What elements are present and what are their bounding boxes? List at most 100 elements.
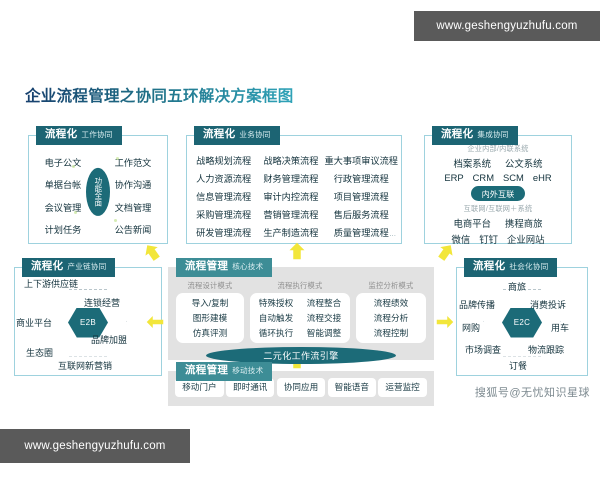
social-label: 商旅 [508, 282, 527, 292]
integration-external-row-2: 微信 钉钉 企业网站 [451, 232, 544, 246]
integration-item: 企业网站 [507, 234, 545, 245]
integration-item: 电商平台 [453, 218, 491, 229]
arrow-up-right-icon [433, 239, 458, 264]
group-exec-column-a: 特殊授权 自动触发 循环执行 [252, 296, 300, 340]
tag-main: 流程管理 [185, 364, 229, 376]
business-item: 质量管理流程 [333, 228, 389, 238]
work-item: 协作沟通 [114, 180, 152, 191]
integration-item: CRM [472, 172, 495, 183]
industry-core: E2B [68, 307, 108, 338]
panel-social-tag: 流程化 社会化协同 [464, 258, 558, 277]
core-item: 仿真评测 [192, 327, 228, 338]
social-label: 用车 [551, 323, 570, 333]
panel-work-tag: 流程化 工作协同 [36, 126, 122, 145]
hexagon-outline [483, 288, 561, 357]
panel-integration-collaboration: 流程化 集成协同 企业内部/内联系统 档案系统 公文系统 ERP CRM SCM… [424, 126, 572, 246]
panel-business-inner: 战略规划流程 战略决策流程 重大事项审议流程 人力资源流程 财务管理流程 行政管… [186, 135, 402, 244]
core-item: 特殊授权 [258, 298, 294, 309]
work-columns: 电子公文 单据台帐 会议管理 计划任务 工作范文 协作沟通 文档管理 公告新闻 [28, 151, 168, 240]
integration-item: 微信 [451, 234, 471, 245]
core-groups: 流程设计模式 导入/复制 图形建模 仿真评测 流程执行模式 特殊授权 [176, 281, 426, 343]
business-item: 营销管理流程 [263, 210, 319, 220]
integration-external-label: 互联网/互联网＋系统 [463, 204, 533, 213]
mobile-chip[interactable]: 即时通讯 [226, 377, 275, 397]
arrow-left-right-icon [146, 313, 164, 331]
group-design-card: 导入/复制 图形建模 仿真评测 [176, 293, 244, 343]
social-hex-diagram: E2C 商旅 消费投诉 用车 物流跟踪 订餐 市场调查 网购 品牌传播 [456, 269, 588, 376]
panel-work-collaboration: 流程化 工作协同 电子公文 单据台帐 会议管理 计划任务 工作范文 协作沟通 文… [28, 126, 168, 244]
business-process-grid: 战略规划流程 战略决策流程 重大事项审议流程 人力资源流程 财务管理流程 行政管… [190, 151, 398, 241]
group-monitor-column: 流程绩效 流程分析 流程控制 [358, 296, 424, 340]
integration-item: eHR [532, 172, 552, 183]
group-monitor-analysis: 监控分析模式 流程绩效 流程分析 流程控制 [356, 281, 426, 343]
panel-core-technology: 流程管理 核心技术 流程设计模式 导入/复制 图形建模 仿真评测 流程执行模 [168, 258, 434, 364]
group-design-column: 导入/复制 图形建模 仿真评测 [178, 296, 242, 340]
core-item: 导入/复制 [191, 298, 229, 309]
work-right-column: 工作范文 协作沟通 文档管理 公告新闻 [98, 151, 168, 240]
group-process-execution: 流程执行模式 特殊授权 自动触发 循环执行 流程整合 流程交接 智能调整 [250, 281, 350, 343]
integration-internal-label: 企业内部/内联系统 [467, 144, 529, 153]
core-item: 流程整合 [306, 298, 342, 309]
panel-mobile-tag: 流程管理 移动技术 [176, 362, 273, 381]
tag-main: 流程化 [203, 128, 236, 140]
integration-item: 钉钉 [479, 234, 498, 245]
industry-label: 上下游供应链 [24, 279, 79, 289]
work-item: 电子公文 [44, 158, 82, 169]
business-item: 战略规划流程 [196, 156, 252, 166]
core-item: 流程交接 [306, 312, 342, 323]
integration-internal-row-1: 档案系统 公文系统 [453, 156, 542, 170]
business-item: 财务管理流程 [263, 174, 319, 184]
mobile-chip[interactable]: 协同应用 [276, 377, 326, 397]
tag-main: 流程化 [45, 128, 78, 140]
tag-sub: 移动技术 [232, 366, 264, 375]
tag-main: 流程化 [441, 128, 474, 140]
social-label: 消费投诉 [530, 300, 567, 310]
tag-main: 流程化 [473, 260, 506, 272]
mobile-chip[interactable]: 智能语音 [327, 377, 376, 397]
work-center-oval: 功能全面 [86, 167, 110, 216]
core-item: 流程控制 [373, 327, 409, 338]
business-item: 信息管理流程 [196, 192, 252, 202]
business-item: 研发管理流程 [196, 228, 252, 238]
work-left-column: 电子公文 单据台帐 会议管理 计划任务 [28, 151, 98, 240]
social-label: 品牌传播 [459, 300, 496, 310]
industry-label: 品牌加盟 [91, 335, 128, 345]
tag-sub: 社会化协同 [509, 262, 549, 271]
core-item: 自动触发 [258, 312, 294, 323]
integration-item: 携程商旅 [505, 218, 543, 229]
panel-mobile-technology: 流程管理 移动技术 移动门户 即时通讯 协同应用 智能语音 运营监控 [168, 362, 434, 406]
panel-industry-tag: 流程化 产业链协同 [22, 258, 116, 277]
watermark-bottom-left: www.geshengyuzhufu.com [0, 429, 190, 463]
arrow-right-icon [436, 313, 454, 331]
hexagon-outline [49, 288, 127, 357]
group-exec-card: 特殊授权 自动触发 循环执行 流程整合 流程交接 智能调整 [250, 293, 350, 343]
panel-industry-chain: 流程化 产业链协同 E2B 上下游供应链 连锁经营 商业平台 品牌加盟 生态圈 … [14, 258, 162, 376]
tag-sub: 产业链协同 [67, 262, 107, 271]
page-title: 企业流程管理之协同五环解决方案框图 [25, 84, 294, 106]
panel-business-body [186, 135, 402, 244]
mobile-chip[interactable]: 运营监控 [378, 377, 427, 397]
core-item: 智能调整 [306, 327, 342, 338]
group-monitor-card: 流程绩效 流程分析 流程控制 [356, 293, 426, 343]
social-label: 物流跟踪 [528, 345, 565, 355]
workflow-engine-banner: 二元化工作流引擎 [206, 347, 396, 364]
core-item: 流程绩效 [373, 298, 409, 309]
panel-core-inner: 流程设计模式 导入/复制 图形建模 仿真评测 流程执行模式 特殊授权 [168, 267, 434, 364]
arrow-up-left-icon [139, 239, 164, 264]
panel-integration-tag: 流程化 集成协同 [432, 126, 518, 145]
arrow-up-center-icon [288, 242, 306, 260]
tag-main: 流程管理 [185, 260, 229, 272]
mobile-chip[interactable]: 移动门户 [175, 377, 224, 397]
tag-sub: 工作协同 [81, 130, 113, 139]
integration-item: ERP [444, 172, 464, 183]
industry-label: 生态圈 [26, 348, 54, 358]
work-item: 单据台帐 [44, 180, 82, 191]
core-item: 图形建模 [192, 312, 228, 323]
tag-sub: 集成协同 [477, 130, 509, 139]
business-item: 重大事项审议流程 [324, 156, 399, 166]
business-ellipsis: ... [389, 229, 396, 238]
integration-item: SCM [503, 172, 524, 183]
social-label: 市场调查 [465, 345, 502, 355]
work-center-label: 功能全面 [93, 176, 103, 207]
